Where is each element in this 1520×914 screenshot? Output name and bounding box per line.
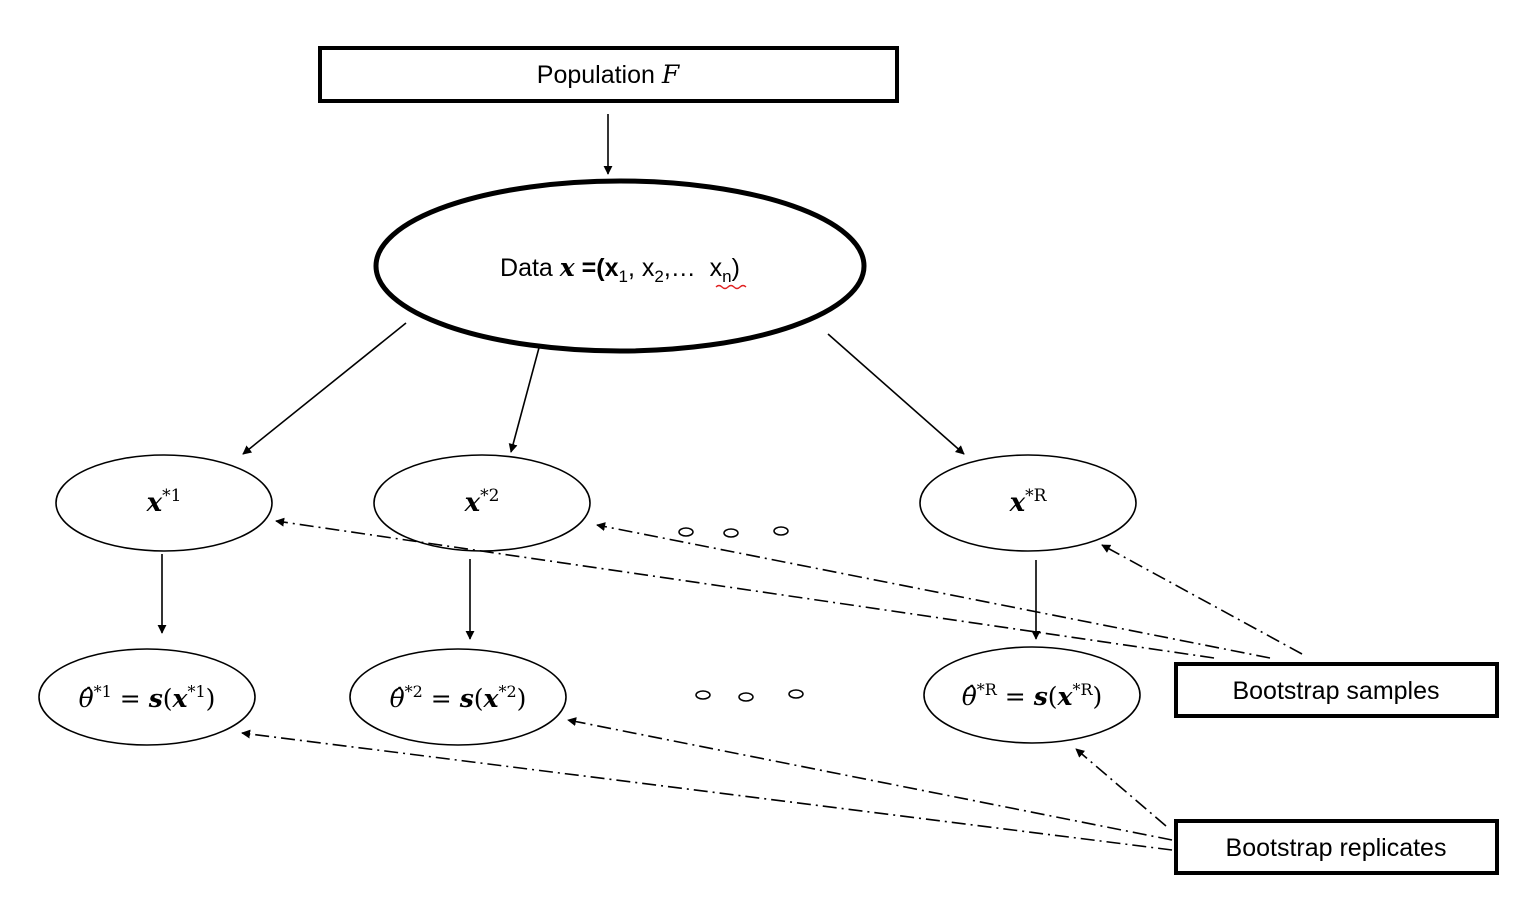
bootstrap-replicates-label: Bootstrap replicates: [1226, 834, 1447, 862]
replicate-ellipse-2: [349, 648, 567, 746]
sample-ellipse-r: [919, 454, 1137, 552]
population-label: Population F: [537, 60, 681, 89]
arrow-data-to-sample-2: [508, 343, 541, 453]
replicate-ellipse-r: [923, 646, 1141, 744]
replicates-ellipsis-dots: [695, 689, 804, 702]
sample-label-2: x*2: [464, 486, 500, 518]
bootstrap-samples-box: [1174, 662, 1499, 718]
data-label: Data x =(x1, x2,… xn): [500, 253, 740, 286]
arrow-data-to-sample-r: [827, 333, 965, 455]
pointer-samples-to-sample-2: [596, 522, 1271, 659]
replicate-label-2: θ̂*2 = s(x*2): [390, 682, 527, 713]
replicate-ellipse-1: [38, 648, 256, 746]
pointer-samples-to-sample-1: [275, 517, 1215, 659]
spellcheck-underline: [715, 284, 747, 290]
population-box: [318, 46, 899, 103]
replicate-label-1: θ̂*1 = s(x*1): [79, 682, 216, 713]
sample-label-r: x*R: [1009, 486, 1048, 518]
arrow-data-to-sample-1: [242, 322, 407, 455]
bootstrap-replicates-box: [1174, 819, 1499, 875]
pointer-replicates-to-replicate-r: [1075, 748, 1167, 827]
pointer-replicates-to-replicate-1: [241, 729, 1173, 851]
pointer-replicates-to-replicate-2: [567, 717, 1173, 841]
data-ellipse: [373, 178, 867, 354]
population-symbol: F: [661, 60, 681, 89]
bootstrap-samples-label: Bootstrap samples: [1232, 677, 1439, 705]
samples-ellipsis-dots: [678, 526, 789, 538]
sample-ellipse-1: [55, 454, 273, 552]
replicate-label-r: θ̂*R = s(x*R): [962, 680, 1103, 711]
pointer-samples-to-sample-r: [1101, 544, 1303, 655]
population-text: Population: [537, 61, 655, 89]
sample-label-1: x*1: [146, 486, 182, 518]
